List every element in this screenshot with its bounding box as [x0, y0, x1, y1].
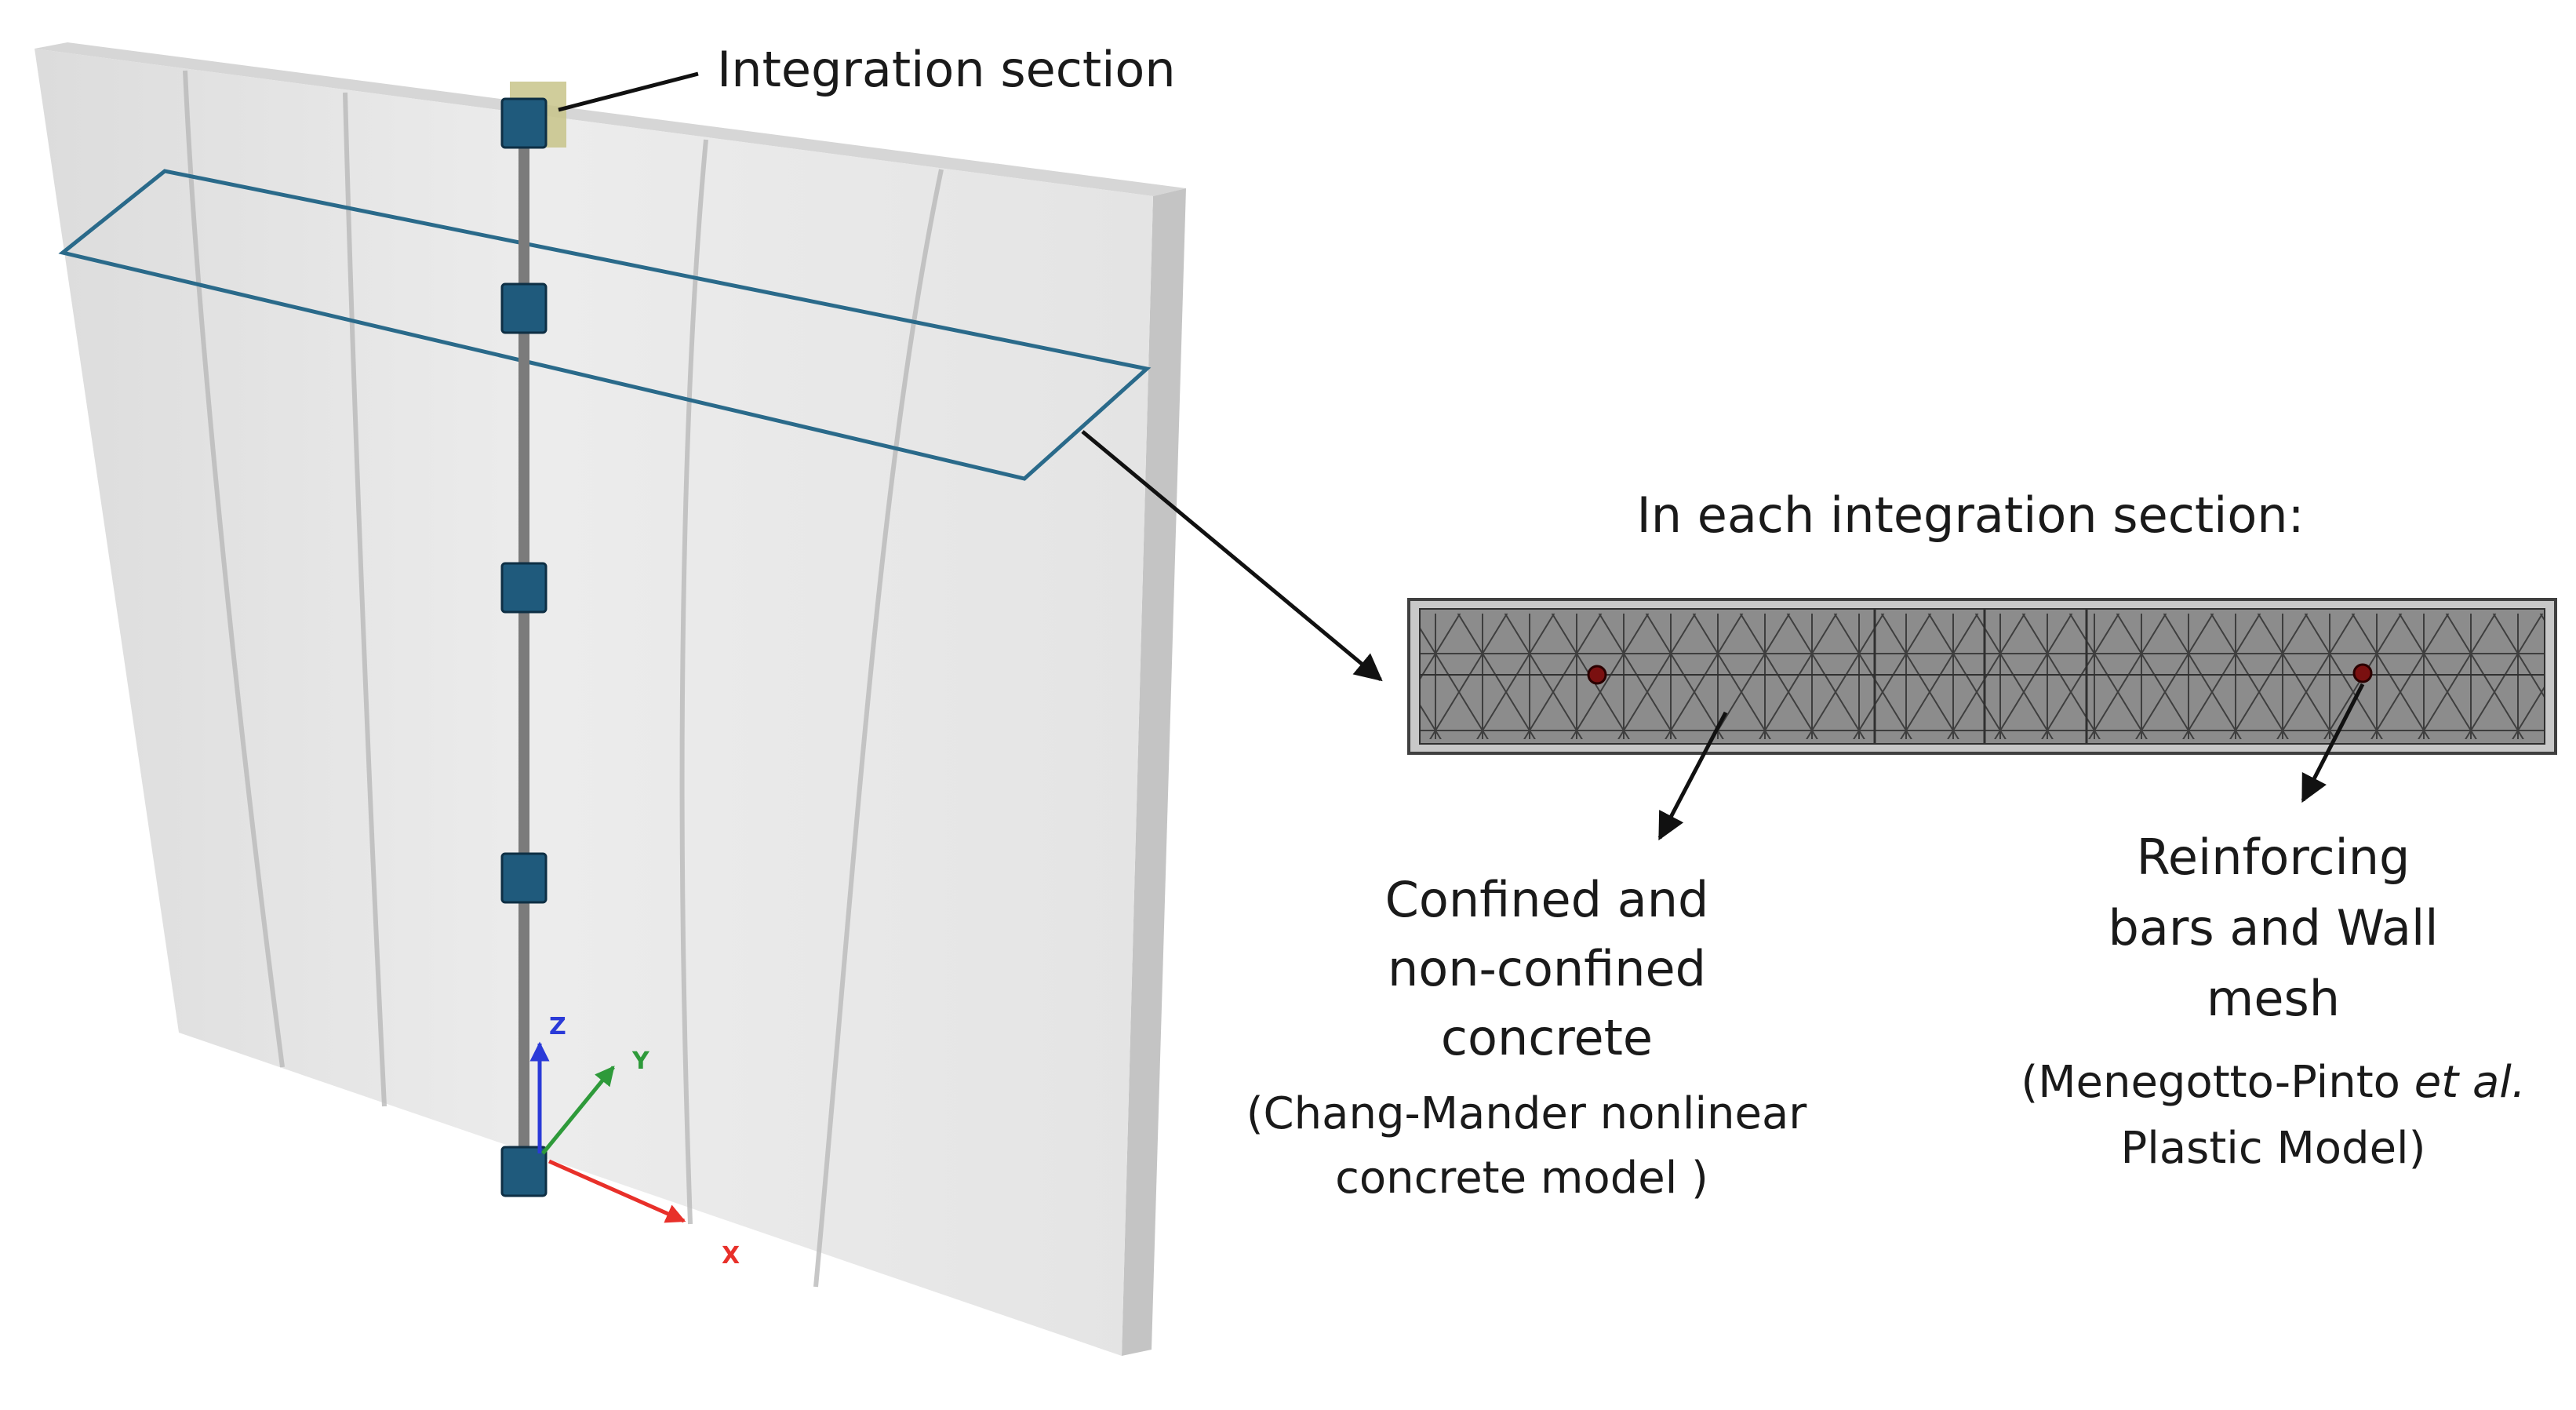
steel-model-prefix: (Menegotto-Pinto: [2021, 1057, 2414, 1108]
x-axis-label: X: [722, 1242, 740, 1270]
x-axis-line: [548, 1159, 686, 1223]
steel-model-line-2: Plastic Model): [2121, 1123, 2426, 1174]
rebar-right: [2352, 663, 2373, 683]
z-axis-label: Z: [549, 1013, 566, 1040]
concrete-line-3: concrete: [1441, 1009, 1653, 1066]
steel-line-2: bars and Wall: [2108, 899, 2439, 956]
integration-node-3: [500, 562, 548, 614]
integration-node-5: [500, 1146, 548, 1197]
wall-side-face: [1122, 188, 1186, 1356]
y-axis-line: [541, 1066, 615, 1155]
steel-line-3: mesh: [2207, 970, 2340, 1027]
fiber-element: [500, 82, 566, 1197]
integration-node-2: [500, 282, 548, 334]
wall-grooves: [183, 70, 944, 1288]
concrete-material-label: Confined and non-confined concrete (Chan…: [1246, 871, 1808, 1204]
concrete-model-line-1: (Chang-Mander nonlinear: [1246, 1088, 1808, 1139]
rebar-left: [1587, 665, 1607, 685]
section-heading: In each integration section:: [1637, 486, 2305, 544]
integration-section-label: Integration section: [717, 41, 1176, 98]
concrete-wall: [35, 42, 1186, 1356]
axes-gizmo: Z Y X: [529, 1013, 740, 1270]
integration-node-1: [500, 97, 548, 149]
concrete-line-2: non-confined: [1388, 940, 1706, 997]
wall-top-face: [35, 42, 1186, 196]
steel-line-1: Reinforcing: [2137, 829, 2410, 886]
steel-material-label: Reinforcing bars and Wall mesh (Menegott…: [2021, 829, 2525, 1174]
concrete-arrow: [1657, 711, 1728, 841]
fiber-section-mesh: [1407, 598, 2557, 755]
plane-to-section-arrow: [1081, 430, 1383, 682]
concrete-model-line-2: concrete model ): [1335, 1153, 1708, 1204]
steel-model-etal: et al.: [2414, 1057, 2526, 1108]
integration-node-4: [500, 852, 548, 904]
integration-section-leader: [558, 71, 699, 112]
y-axis-label: Y: [631, 1047, 650, 1075]
steel-model-line-1: (Menegotto-Pinto et al.: [2021, 1057, 2525, 1108]
concrete-line-1: Confined and: [1385, 871, 1709, 928]
steel-arrow: [2301, 683, 2365, 803]
wall-front-face: [35, 49, 1153, 1356]
section-plane-outline: [58, 169, 1152, 481]
